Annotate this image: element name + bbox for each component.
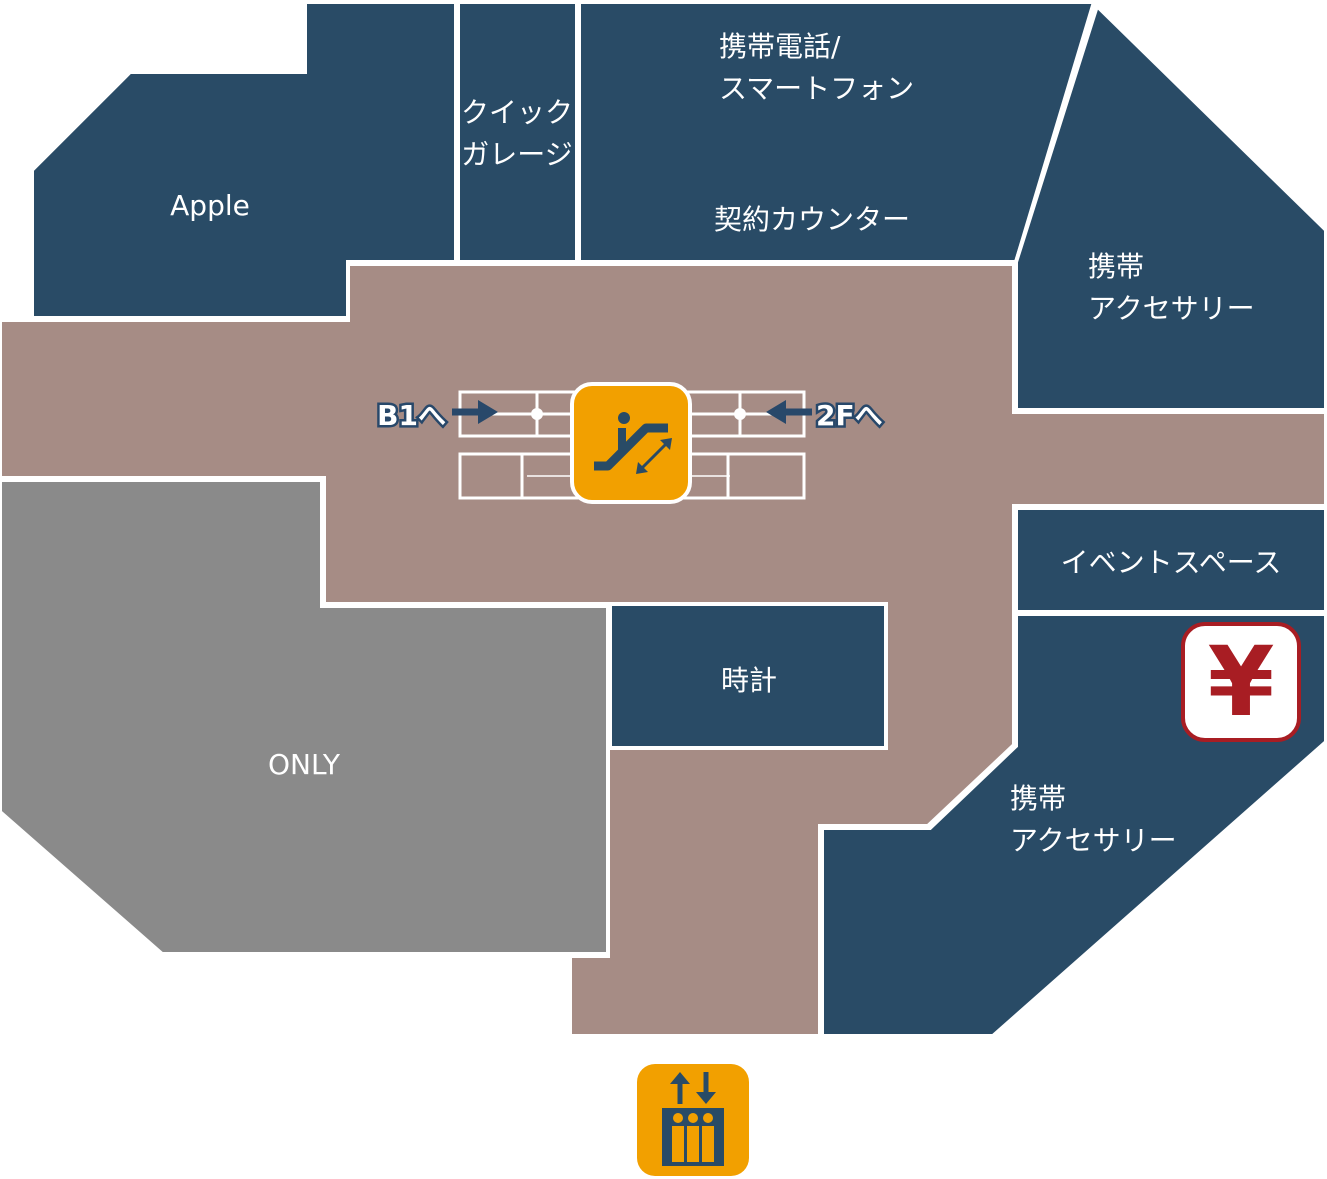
label-to-2f: 2Fへ [816,399,883,432]
label-contract-counter: 契約カウンター [714,203,910,236]
label-apple: Apple [170,189,250,222]
shop-watches[interactable] [608,602,888,750]
svg-text:¥: ¥ [1208,626,1275,738]
label-to-b1: B1へ [377,399,446,432]
arrow-right-icon [452,400,498,424]
label-quick-garage-2: ガレージ [461,138,572,171]
label-phones-2: スマートフォン [719,72,914,105]
yen-icon[interactable]: ¥ [1181,622,1301,742]
label-phones-1: 携帯電話/ [719,30,841,63]
shop-quick-garage[interactable] [456,0,579,264]
label-watches: 時計 [721,664,777,697]
label-accessory-se-1: 携帯 [1010,782,1066,815]
label-accessory-ne-1: 携帯 [1088,250,1144,283]
label-only: ONLY [268,748,341,781]
elevator-icon[interactable] [637,1064,749,1176]
label-accessory-ne-2: アクセサリー [1088,292,1255,325]
escalator-icon[interactable] [570,382,692,504]
label-quick-garage-1: クイック [461,96,573,129]
arrow-left-icon [766,400,812,424]
label-accessory-se-2: アクセサリー [1010,824,1177,857]
shop-only[interactable] [0,478,610,956]
label-event-space: イベントスペース [1061,546,1282,579]
shop-accessory-ne[interactable] [1014,2,1327,412]
